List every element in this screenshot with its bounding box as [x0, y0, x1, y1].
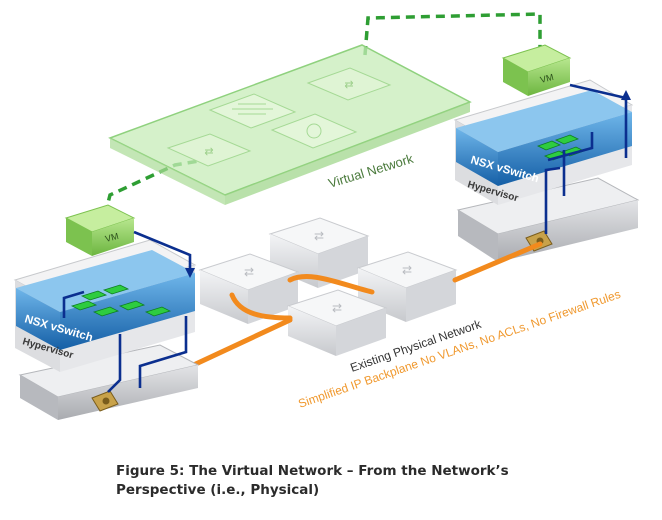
svg-text:⇄: ⇄	[332, 301, 342, 315]
virtual-router-tile	[270, 113, 358, 149]
virtual-network-plane: ⇄ ⇄ Virtual Network	[108, 44, 472, 205]
caption-line-2: Perspective (i.e., Physical)	[116, 482, 320, 498]
svg-text:⇄: ⇄	[402, 263, 412, 277]
virtual-network-diagram: ⇄ ⇄ Virtual Network	[13, 12, 640, 420]
physical-nic-left	[91, 390, 119, 412]
vswitch-ports-left	[70, 284, 172, 317]
virtual-firewall-tile	[208, 93, 297, 129]
left-host: NSX vSwitch Hypervisor VM	[13, 204, 200, 420]
svg-text:⇄: ⇄	[244, 265, 254, 279]
physical-switch-bottom: ⇄	[286, 289, 388, 356]
caption-line-1: Figure 5: The Virtual Network – From the…	[116, 463, 509, 479]
physical-switch-right: ⇄	[356, 251, 458, 322]
vm-label-right: VM	[539, 72, 555, 85]
svg-text:⇄: ⇄	[204, 146, 213, 158]
svg-text:⇄: ⇄	[344, 79, 353, 91]
figure-caption: Figure 5: The Virtual Network – From the…	[116, 462, 616, 500]
right-host: NSX vSwitch Hypervisor VM	[453, 44, 640, 262]
physical-switch-left: ⇄	[198, 253, 300, 324]
tunnel-path-left	[62, 230, 192, 393]
virtual-switch-tile-2: ⇄	[166, 133, 252, 167]
virtual-switch-tile-1: ⇄	[306, 67, 392, 101]
svg-text:⇄: ⇄	[314, 229, 324, 243]
overlay-link-right	[363, 12, 542, 56]
vm-label-left: VM	[104, 231, 120, 244]
physical-link-core	[229, 274, 375, 321]
physical-link-right-host	[452, 241, 543, 283]
